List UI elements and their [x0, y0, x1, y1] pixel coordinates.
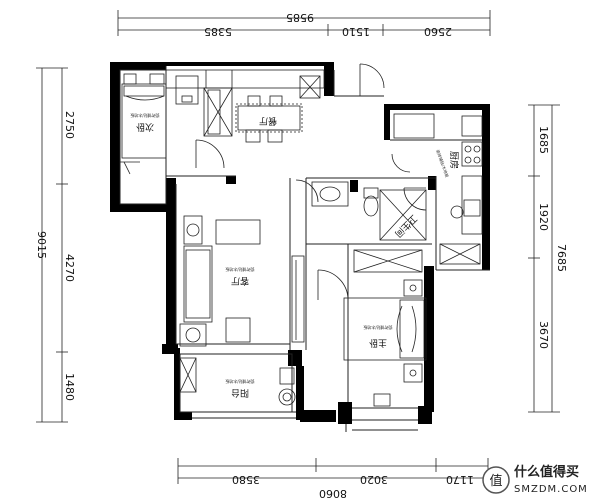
- room-label-master-bedroom: 主卧: [369, 337, 387, 349]
- bathroom-fixtures: [311, 181, 427, 241]
- dining-set: [235, 95, 303, 143]
- balcony-fixtures: [179, 357, 296, 406]
- dim-left-total: 9015: [35, 231, 48, 259]
- top-wardrobe: [165, 69, 325, 137]
- dim-top-seg-3: 2560: [424, 25, 452, 38]
- fine-print-master-bedroom: 瓷砖铺贴/木地板: [363, 325, 392, 331]
- dim-right-seg-2: 1920: [537, 203, 550, 231]
- room-label-second-bedroom: 次卧: [136, 121, 154, 133]
- kitchen-fixtures: [393, 113, 483, 265]
- dim-left-seg-1: 2750: [63, 111, 76, 139]
- fine-print-balcony: 瓷砖铺贴/木地板: [225, 379, 254, 385]
- dimension-lines: [36, 10, 560, 484]
- room-label-balcony: 阳台: [231, 387, 249, 399]
- dim-bottom-seg-3: 1170: [446, 473, 474, 486]
- dim-left-seg-3: 1480: [63, 373, 76, 401]
- dim-right-seg-1: 1685: [537, 126, 550, 154]
- master-bedroom-furniture: [343, 249, 427, 407]
- second-bedroom-furniture: [120, 73, 199, 175]
- dim-left-seg-2: 4270: [63, 254, 76, 282]
- room-label-dining: 餐厅: [259, 115, 277, 127]
- fine-print-second-bedroom: 瓷砖铺贴/木地板: [130, 113, 159, 119]
- dim-top-seg-1: 5385: [204, 25, 232, 38]
- living-room-furniture: [179, 215, 305, 347]
- walls: [110, 62, 490, 424]
- dim-bottom-seg-1: 3580: [232, 473, 260, 486]
- room-label-living: 客厅: [231, 275, 249, 287]
- dim-bottom-total: 8060: [319, 487, 347, 500]
- watermark-brand: 什么值得买: [514, 464, 579, 480]
- smzdm-logo-glyph: 值: [489, 473, 502, 489]
- dim-top-seg-2: 1510: [342, 25, 370, 38]
- fine-print-living: 瓷砖铺贴/木地板: [225, 267, 254, 273]
- doors: [195, 63, 427, 301]
- dim-right-total: 7685: [555, 244, 568, 272]
- room-label-kitchen: 厨房: [448, 151, 460, 169]
- dim-right-seg-3: 3670: [537, 321, 550, 349]
- dim-top-total: 9585: [286, 11, 314, 24]
- watermark-domain: SMZDM.COM: [514, 484, 588, 495]
- dim-bottom-seg-2: 3020: [360, 473, 388, 486]
- smzdm-logo-icon: [482, 466, 510, 494]
